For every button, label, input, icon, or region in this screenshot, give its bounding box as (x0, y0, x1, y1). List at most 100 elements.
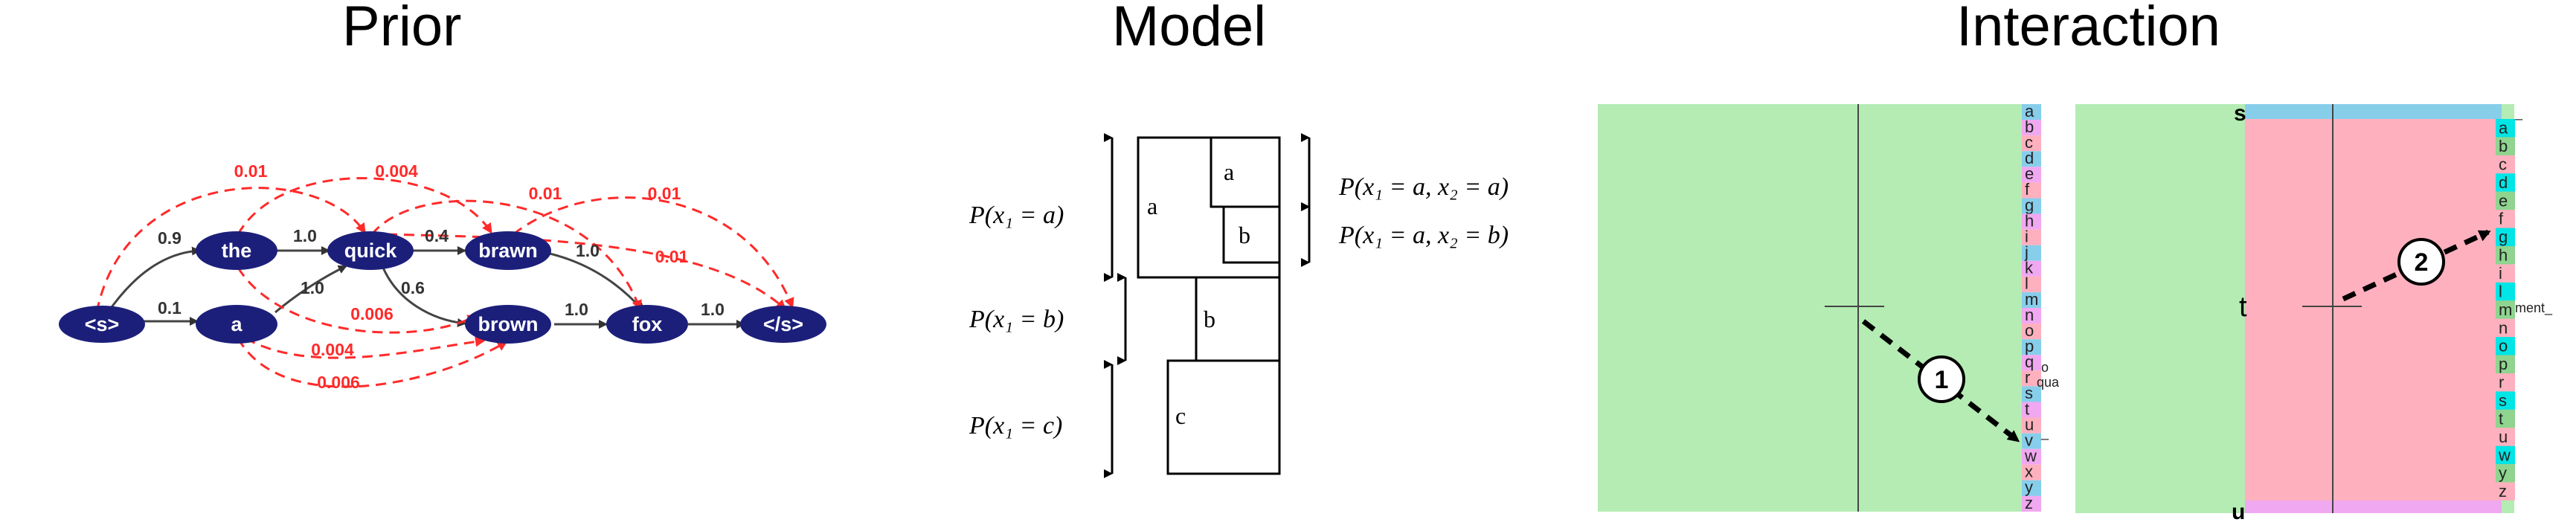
weight-dashed-1: 0.01 (234, 161, 268, 181)
strip-extra-ment: ment_ (2515, 300, 2553, 316)
node-brown (465, 305, 551, 344)
strip-letter: e (2499, 191, 2508, 210)
strip-letter: t (2499, 409, 2503, 428)
prior-heading: Prior (342, 0, 462, 58)
edge-s-the (106, 246, 201, 313)
strip-cell (2496, 300, 2515, 319)
big-letter-s: s (2234, 101, 2246, 126)
strip-cell (2496, 119, 2515, 138)
strip-letter: m (2025, 290, 2038, 309)
edge-the-brawn (237, 177, 492, 235)
edge-a-brown-2 (237, 338, 508, 388)
strip-cell (2022, 464, 2041, 480)
weight-quick-brown: 0.6 (401, 278, 425, 297)
weight-dashed-3: 0.01 (529, 184, 562, 203)
node-a-label: a (231, 313, 242, 335)
weight-dashed-7: 0.004 (311, 340, 354, 359)
node-s (59, 306, 145, 343)
strip-letter: x (2025, 463, 2033, 481)
strip-cell (2496, 155, 2515, 174)
weight-s-the: 0.9 (158, 228, 182, 248)
node-brawn-label: brawn (478, 239, 538, 262)
strip-letter: d (2025, 149, 2034, 167)
strip-cell (2022, 339, 2041, 355)
strip-letter: n (2499, 318, 2508, 337)
strip-cell (2496, 191, 2515, 210)
strip-cell (2022, 182, 2041, 199)
strip-cell (2022, 245, 2041, 261)
strip-cell (2496, 355, 2515, 373)
edge-s-quick (95, 187, 366, 313)
node-quick-label: quick (344, 239, 398, 262)
strip-letter: j (2024, 243, 2029, 262)
strip-letter: r (2025, 368, 2030, 387)
strip-cell (2022, 480, 2041, 496)
strip-letter: f (2499, 210, 2504, 228)
edge-quick-brown (382, 267, 466, 327)
strip-letter: v (2025, 431, 2033, 449)
strip-letter: o (2499, 337, 2508, 355)
strip-letter: a (2025, 102, 2034, 120)
step-2-marker (2397, 238, 2445, 286)
strip-letter: p (2025, 337, 2034, 355)
strip-cell (2496, 464, 2515, 483)
strip-letter: y (2025, 478, 2033, 497)
step-1-label: 1 (1935, 366, 1949, 394)
strip-letter: u (2025, 415, 2034, 434)
strip-cell (2022, 229, 2041, 245)
strip-letter: h (2025, 211, 2034, 230)
strip-cell (2022, 417, 2041, 434)
box-a-label: a (1147, 193, 1157, 219)
strip-letter: z (2025, 494, 2033, 512)
weight-dashed-8: 0.006 (317, 373, 360, 392)
strip-extra-qua: qua (2037, 375, 2060, 390)
node-the-label: the (222, 239, 252, 262)
strip-letter: g (2025, 196, 2034, 214)
box-c-label: c (1175, 402, 1186, 429)
strip-cell (2022, 448, 2041, 465)
strip-cell (2022, 198, 2041, 214)
weight-dashed-2: 0.004 (375, 161, 418, 181)
weight-the-quick: 1.0 (293, 226, 317, 245)
strip-letter: b (2499, 137, 2508, 155)
strip-cell (2022, 495, 2041, 512)
step-1-marker (1918, 355, 1965, 403)
weight-dashed-5: 0.01 (655, 247, 689, 266)
strip-cell (2022, 135, 2041, 152)
strip-cell (2496, 264, 2515, 283)
strip-extra-dash: _ (2514, 106, 2523, 121)
strip-cell (2496, 137, 2515, 155)
label-p-c: P(x₁ = c) (969, 412, 1062, 440)
strip-cell (2496, 482, 2515, 500)
strip-cell (2496, 210, 2515, 228)
strip-letter: l (2499, 282, 2502, 300)
strip-cell (2022, 386, 2041, 402)
strip-cell (2022, 292, 2041, 308)
weight-brown-fox: 1.0 (565, 300, 588, 319)
strip-letter: n (2025, 306, 2034, 324)
strip-cell (2496, 228, 2515, 246)
node-quick (327, 231, 414, 270)
strip-cell (2496, 373, 2515, 392)
strip-letter: h (2499, 246, 2508, 265)
strip-letter: p (2499, 355, 2508, 373)
strip-cell (2496, 173, 2515, 192)
strip-letter: w (2024, 447, 2037, 466)
node-fox-label: fox (632, 313, 663, 335)
strip-letter: w (2498, 445, 2511, 464)
box-b-label: b (1204, 306, 1215, 332)
strip-cell (2496, 428, 2515, 446)
strip-letter: f (2025, 180, 2030, 199)
strip-letter: e (2025, 164, 2034, 183)
strip-letter: c (2499, 155, 2507, 173)
strip-cell (2022, 308, 2041, 324)
strip-cell (2496, 445, 2515, 465)
strip-cell (2496, 409, 2515, 428)
strip-cell (2496, 337, 2515, 355)
box-aa-label: a (1224, 158, 1234, 185)
strip-letter: k (2025, 259, 2034, 277)
weight-quick-brawn: 0.4 (425, 226, 449, 245)
label-p-ab: P(x₁ = a, x₂ = b) (1338, 222, 1509, 249)
